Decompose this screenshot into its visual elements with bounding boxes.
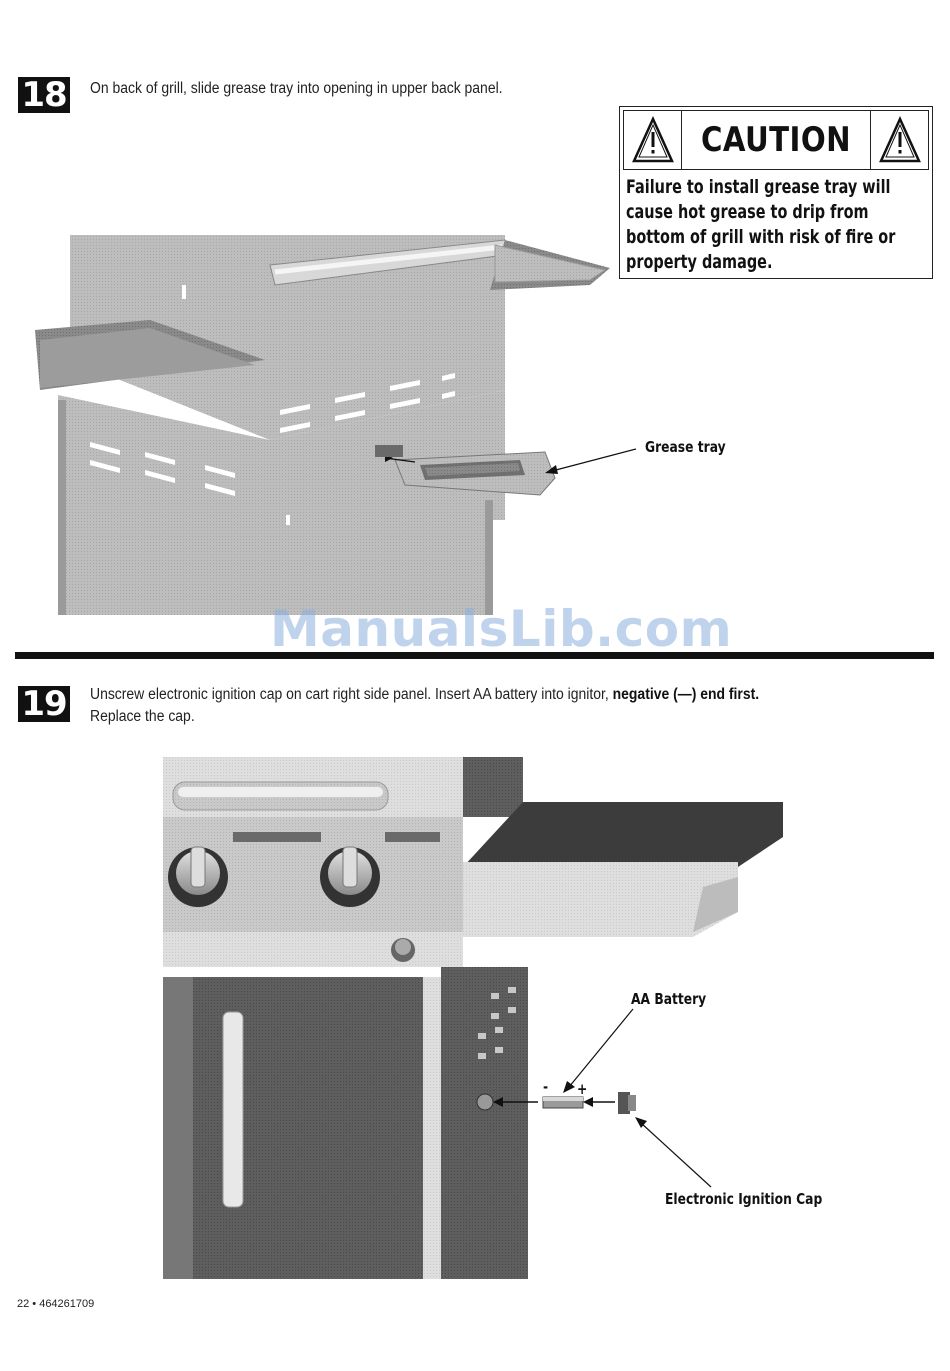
step-18-instruction: On back of grill, slide grease tray into… (90, 80, 503, 97)
step-19-instruction-line2: Replace the cap. (90, 708, 195, 725)
page-footer: 22 • 464261709 (17, 1298, 95, 1310)
battery-plus-label: + (577, 1080, 588, 1098)
grease-tray-pointer-arrow (545, 448, 637, 474)
caution-header: CAUTION (623, 110, 929, 170)
warning-triangle-icon (870, 111, 928, 169)
step-number-19: 19 (18, 686, 70, 722)
step-19-instruction: Unscrew electronic ignition cap on cart … (90, 684, 759, 705)
battery-minus-label: - (543, 1078, 549, 1096)
watermark: ManualsLib.com (270, 600, 733, 658)
caution-text: Failure to install grease tray will caus… (626, 176, 896, 273)
step-19-emphasis: negative (—) end first (612, 686, 756, 703)
grill-ignitor-illustration (163, 757, 783, 1279)
warning-triangle-icon (624, 111, 682, 169)
grill-back-grease-tray-illustration (35, 235, 610, 615)
grease-tray-label: Grease tray (645, 438, 726, 456)
step-19-period: . (755, 686, 760, 703)
caution-title: CAUTION (700, 120, 852, 160)
step-number-18: 18 (18, 77, 70, 113)
aa-battery-label: AA Battery (631, 990, 707, 1008)
section-divider (15, 652, 934, 659)
ignition-cap-label: Electronic Ignition Cap (665, 1190, 823, 1208)
caution-box: CAUTION Failure to install grease tray w… (619, 106, 933, 279)
step-19-text: Unscrew electronic ignition cap on cart … (90, 686, 613, 703)
